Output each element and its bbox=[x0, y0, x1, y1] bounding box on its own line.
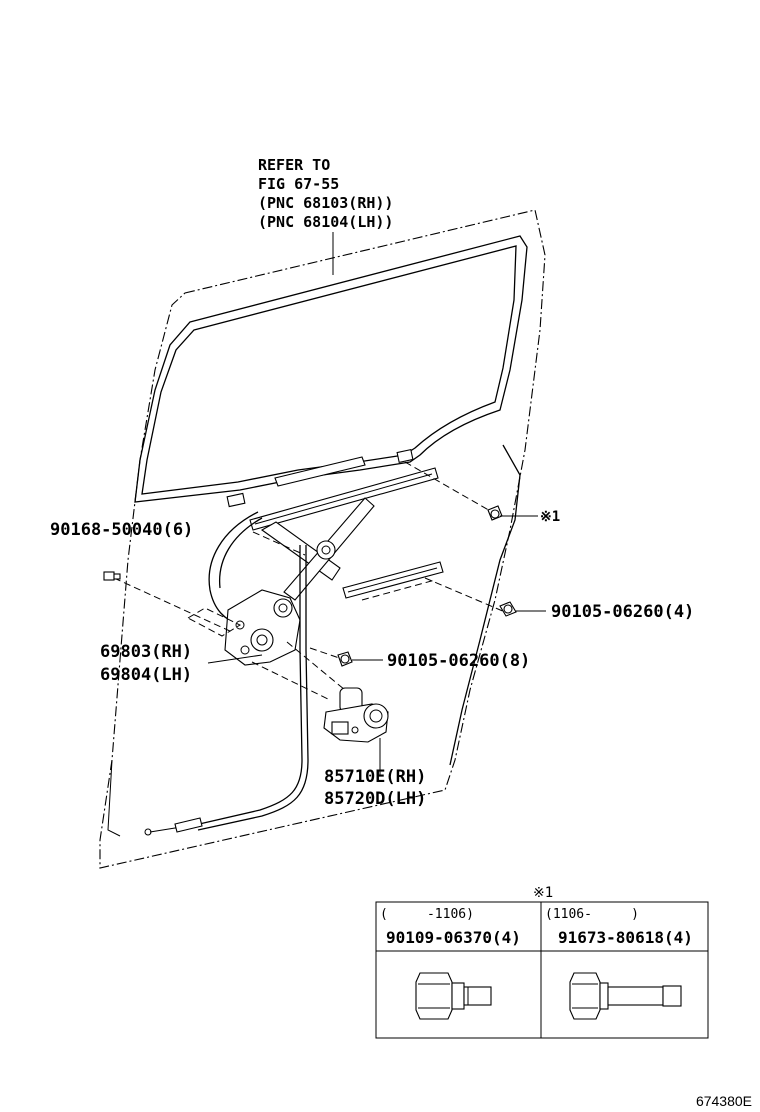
cable-end bbox=[174, 817, 203, 833]
dashed-leaders bbox=[113, 461, 506, 701]
bolt-90109-illustration bbox=[415, 972, 492, 1020]
door-inner-edge bbox=[449, 444, 521, 766]
refer-note: REFER TO FIG 67-55 (PNC 68103(RH)) (PNC … bbox=[258, 156, 393, 231]
refer-line-4: (PNC 68104(LH)) bbox=[258, 213, 393, 231]
motor-rh-label: 85710E(RH) bbox=[324, 767, 426, 787]
col1-part: 90109-06370(4) bbox=[386, 928, 521, 947]
bolt-91673-illustration bbox=[569, 972, 682, 1020]
bolt-90168 bbox=[103, 571, 121, 581]
alignment-box bbox=[186, 607, 242, 637]
door-cable bbox=[174, 545, 303, 829]
bolt-note1 bbox=[487, 505, 503, 521]
note-mark-label: ※1 bbox=[540, 509, 560, 525]
regulator-motor bbox=[323, 687, 389, 743]
motor-lh-label: 85720D(LH) bbox=[324, 789, 426, 809]
regulator-rh-label: 69803(RH) bbox=[100, 642, 192, 662]
col2-part: 91673-80618(4) bbox=[558, 928, 693, 947]
regulator-leader bbox=[207, 654, 263, 664]
col1-range: ( -1106) bbox=[380, 907, 474, 922]
bolt-4-label: 90105-06260(4) bbox=[551, 602, 694, 622]
note-table-mark: ※1 bbox=[533, 885, 553, 901]
bolt-90105-4 bbox=[499, 601, 517, 617]
refer-line-2: FIG 67-55 bbox=[258, 175, 339, 193]
note-table-frame bbox=[375, 901, 709, 1039]
figure-id: 674380E bbox=[696, 1093, 752, 1109]
bolt-90105-8 bbox=[337, 651, 353, 667]
refer-line-1: REFER TO bbox=[258, 156, 330, 174]
glass-channel bbox=[226, 449, 414, 508]
regulator-lh-label: 69804(LH) bbox=[100, 665, 192, 685]
regulator-rails bbox=[249, 467, 444, 599]
note-table: ※1 ( -1106) (1106- ) 90109-06370(4) 9167… bbox=[375, 885, 709, 1039]
col2-range: (1106- ) bbox=[545, 907, 639, 922]
window-regulator bbox=[208, 497, 375, 666]
refer-line-3: (PNC 68103(RH)) bbox=[258, 194, 393, 212]
door-glass bbox=[134, 235, 528, 503]
bolt-8-label: 90105-06260(8) bbox=[387, 651, 530, 671]
bolt-6-label: 90168-50040(6) bbox=[50, 520, 193, 540]
